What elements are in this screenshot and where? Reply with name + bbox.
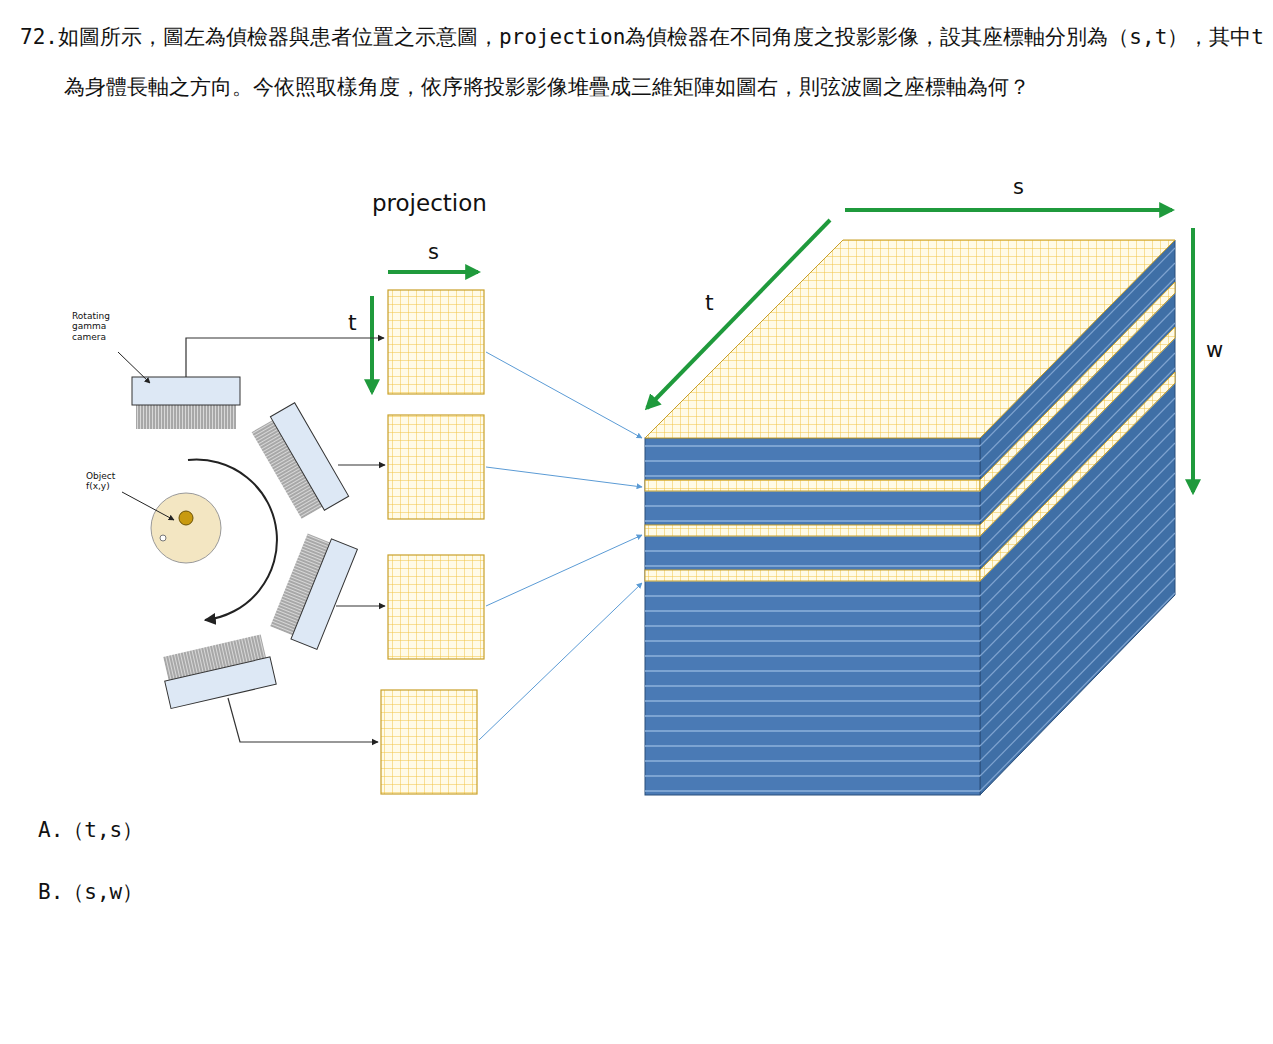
axis-label: w [1206, 338, 1223, 362]
projection-images [381, 290, 484, 794]
axis-label: t [348, 310, 357, 335]
projection-axes [372, 272, 478, 392]
answer-option: B.（s,w） [38, 880, 143, 904]
axis-label: s [1013, 175, 1024, 199]
callout-label: Object f(x,y) [86, 471, 126, 492]
callout-label: Rotating gamma camera [72, 311, 124, 342]
figure-label: projection [372, 190, 487, 216]
stack-axes [647, 210, 1193, 492]
callout-leaders [118, 352, 174, 520]
gamma-cameras [132, 377, 357, 709]
axis-label: t [705, 290, 714, 315]
answer-option: A.（t,s） [38, 818, 143, 842]
axis-label: s [428, 240, 439, 264]
object [151, 460, 277, 620]
projection-to-stack-lines [479, 352, 642, 740]
question-text: 72.如圖所示，圖左為偵檢器與患者位置之示意圖，projection為偵檢器在不… [20, 12, 1273, 112]
sinogram-stack [645, 240, 1175, 795]
